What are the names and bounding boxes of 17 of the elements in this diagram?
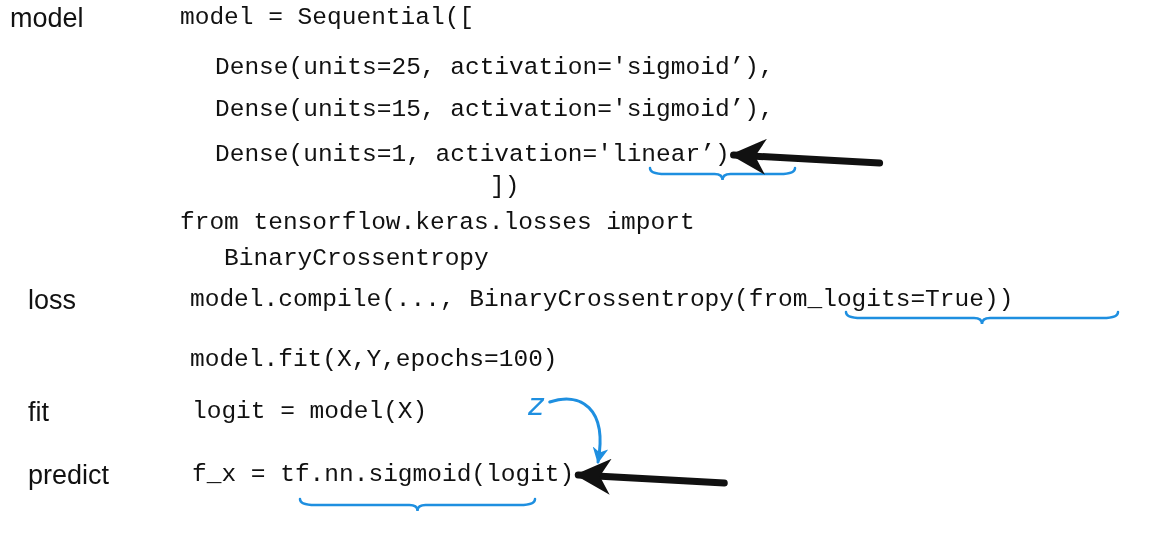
handwritten-letter: z xyxy=(528,390,544,420)
code-line: model = Sequential([ xyxy=(180,3,475,33)
code-line: f_x = tf.nn.sigmoid(logit) xyxy=(192,460,575,490)
code-line: model.compile(..., BinaryCrossentropy(from_logits=True)) xyxy=(190,285,1014,315)
code-line: Dense(units=15, activation='sigmoid’), xyxy=(215,95,774,125)
arrow xyxy=(730,138,884,175)
side-label: fit xyxy=(28,397,49,427)
code-line: Dense(units=25, activation='sigmoid’), xyxy=(215,53,774,83)
code-line: model.fit(X,Y,epochs=100) xyxy=(190,345,558,375)
code-line: logit = model(X) xyxy=(192,397,428,427)
code-line: ]) xyxy=(490,172,520,202)
side-label: predict xyxy=(28,460,110,490)
arrow xyxy=(574,458,728,495)
code-line: Dense(units=1, activation='linear’) xyxy=(215,140,730,170)
arrow xyxy=(548,397,608,464)
side-label: loss xyxy=(28,285,76,315)
side-label: model xyxy=(10,3,84,33)
